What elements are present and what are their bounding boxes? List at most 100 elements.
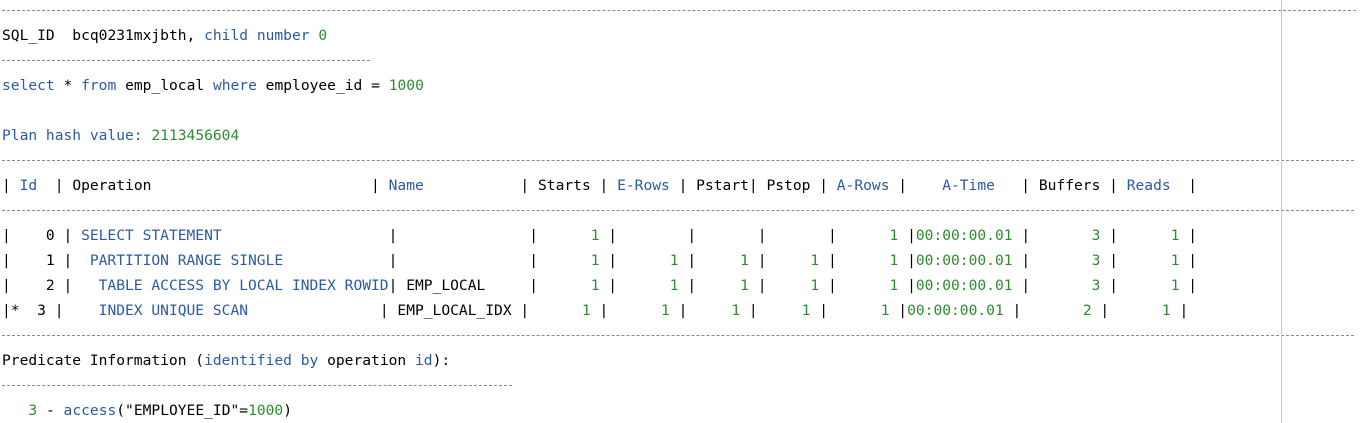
row-starts: 1	[538, 227, 600, 244]
pipe: |	[1012, 277, 1031, 294]
kw-from: from	[81, 77, 117, 94]
col-header-pstop: Pstop	[766, 177, 811, 194]
query-value: 1000	[388, 77, 424, 94]
pipe: |	[678, 227, 697, 244]
row-buffers: 3	[1030, 227, 1101, 244]
row-arows: 1	[828, 302, 890, 319]
pipe: |	[54, 277, 82, 294]
col-header-starts: Starts	[538, 177, 591, 194]
pipe: |	[810, 302, 828, 319]
row-reads: 1	[1109, 302, 1171, 319]
pipe: |	[599, 227, 618, 244]
pipe: |	[1003, 302, 1022, 319]
pipe: |	[819, 227, 837, 244]
separator-sqlid	[2, 60, 370, 61]
pipe: |	[1100, 252, 1118, 269]
row-reads: 1	[1117, 252, 1180, 269]
kw-select: select	[2, 77, 55, 94]
row-reads: 1	[1117, 277, 1180, 294]
pipe: |	[1091, 302, 1110, 319]
predicate-item-function: access	[63, 402, 117, 419]
row-atime: 00:00:00.01	[915, 252, 1013, 269]
row-name	[406, 252, 529, 269]
separator-table-header	[2, 210, 1354, 211]
plan-hash-value: 2113456604	[151, 127, 240, 144]
separator-table-top	[2, 160, 1354, 161]
col-header-id: Id	[19, 177, 38, 194]
pipe: |	[1179, 227, 1198, 244]
col-header-arows: A-Rows	[836, 177, 890, 194]
col-header-erows: E-Rows	[617, 177, 670, 194]
separator-top	[2, 10, 1356, 11]
predicate-item-value: 1000	[248, 402, 284, 419]
col-header-reads: Reads	[1126, 177, 1171, 194]
plan-row: | 1 | PARTITION RANGE SINGLE | | 1 | 1 |…	[2, 248, 1358, 273]
row-operation: SELECT STATEMENT	[81, 227, 389, 244]
pipe: |	[520, 302, 530, 319]
row-pstop: 1	[757, 302, 811, 319]
row-operation: INDEX UNIQUE SCAN	[72, 302, 380, 319]
predicate-item-line: 3 - access("EMPLOYEE_ID"=1000)	[2, 398, 1358, 423]
pipe: |	[1179, 252, 1198, 269]
row-operation: PARTITION RANGE SINGLE	[81, 252, 389, 269]
row-id: |* 3	[2, 302, 46, 319]
pipe: |	[748, 277, 767, 294]
predicate-item-expr: ("EMPLOYEE_ID"=	[116, 402, 249, 419]
pipe: |	[889, 302, 908, 319]
pipe: |	[388, 252, 407, 269]
row-buffers: 2	[1021, 302, 1092, 319]
kw-where: where	[212, 77, 257, 94]
query-table: emp_local	[125, 77, 205, 94]
row-id: | 0	[2, 227, 55, 244]
row-pstart: 1	[696, 277, 749, 294]
query-star: *	[63, 77, 73, 94]
sql-id-line: SQL_ID bcq0231mxjbth, child number 0	[2, 23, 1358, 48]
pipe: |	[740, 302, 758, 319]
query-column: employee_id	[265, 77, 363, 94]
row-reads: 1	[1117, 227, 1180, 244]
child-number-value: 0	[318, 27, 328, 44]
pipe: |	[1012, 252, 1031, 269]
row-erows	[617, 227, 679, 244]
row-operation: TABLE ACCESS BY LOCAL INDEX ROWID	[81, 277, 389, 294]
pipe: |	[678, 277, 697, 294]
row-buffers: 3	[1030, 277, 1101, 294]
predicate-item-id: 3	[28, 402, 38, 419]
row-arows: 1	[836, 277, 899, 294]
pipe: |	[748, 252, 767, 269]
pipe: |	[599, 252, 618, 269]
row-pstart	[696, 227, 749, 244]
row-name: EMP_LOCAL	[406, 277, 530, 294]
row-pstop: 1	[766, 252, 820, 269]
row-buffers: 3	[1030, 252, 1101, 269]
query-operator: =	[371, 77, 380, 94]
pipe: |	[898, 227, 916, 244]
table-header-row: | Id | Operation | Name | Starts | E-Row…	[2, 177, 1198, 194]
pipe: |	[2, 177, 20, 194]
row-id: | 2	[2, 277, 55, 294]
row-pstop: 1	[766, 277, 820, 294]
pipe: |	[379, 302, 398, 319]
pipe: |	[590, 302, 609, 319]
pipe: |	[45, 302, 73, 319]
row-atime: 00:00:00.01	[915, 227, 1013, 244]
pipe: |	[898, 252, 916, 269]
plan-row: | 0 | SELECT STATEMENT | | 1 | | | | 1 |…	[2, 223, 1358, 248]
pipe: |	[898, 277, 916, 294]
col-header-atime: A-Time	[942, 177, 995, 194]
predicate-title-keyword2: id	[414, 352, 433, 369]
pipe: |	[1100, 277, 1118, 294]
predicate-title-prefix: Predicate Information (	[2, 352, 205, 369]
pipe: |	[529, 227, 538, 244]
pipe: |	[819, 252, 837, 269]
row-starts: 1	[538, 252, 600, 269]
col-header-pstart: Pstart	[696, 177, 749, 194]
row-pstart: 1	[687, 302, 741, 319]
pipe: |	[54, 252, 82, 269]
predicate-title-mid: operation	[318, 352, 415, 369]
col-header-operation: Operation	[72, 177, 152, 194]
scrollbar-track[interactable]	[1358, 0, 1360, 423]
pipe: |	[819, 277, 837, 294]
plan-hash-line: Plan hash value: 2113456604	[2, 123, 1358, 148]
